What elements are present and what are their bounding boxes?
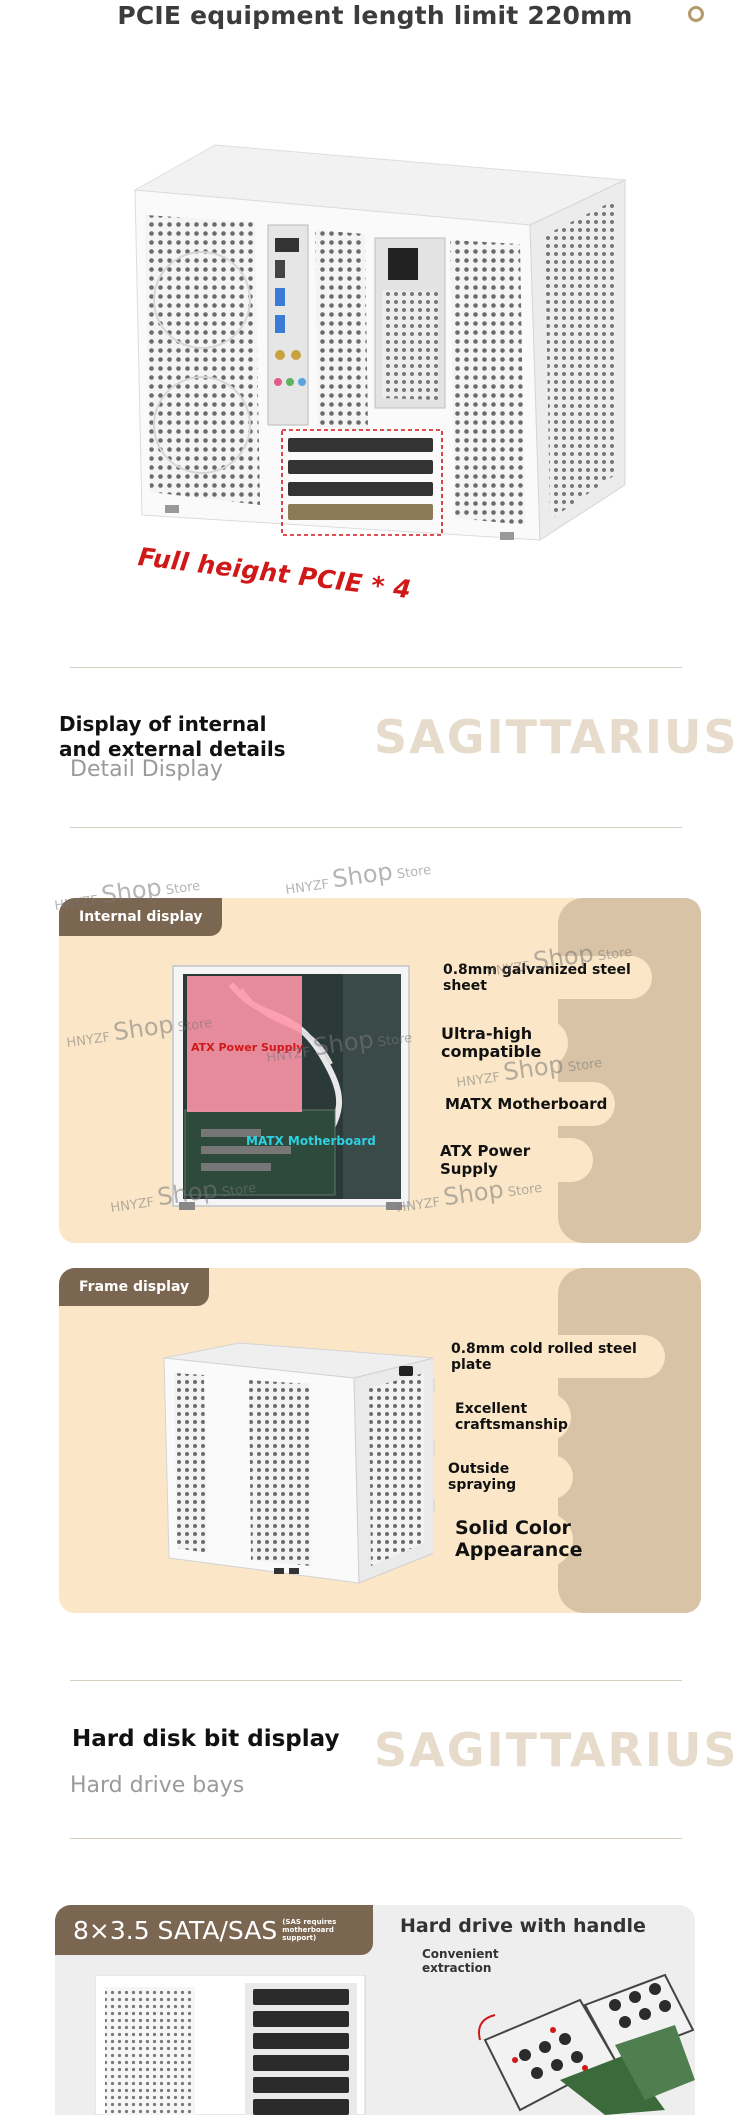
handle-title: Hard drive with handle — [400, 1915, 646, 1937]
handle-subtitle: Convenient extraction — [422, 1947, 499, 1976]
ring-icon — [688, 6, 704, 22]
feature-pill: Solid Color Appearance — [433, 1513, 582, 1567]
atx-overlay-label: ATX Power Supply — [191, 1041, 304, 1054]
divider — [70, 1680, 682, 1681]
drive-bay-photo — [95, 1975, 366, 2115]
capacity-label: 8×3.5 SATA/SAS — [73, 1915, 278, 1945]
section-title-line1: Display of internal — [59, 712, 267, 736]
feature-pill: Ultra-high compatible — [433, 1019, 568, 1067]
divider — [70, 827, 682, 828]
feature-pill: 0.8mm galvanized steel sheet — [433, 956, 652, 999]
internal-display-panel: Internal display ATX Power Supply MATX M… — [59, 898, 701, 1243]
hard-drive-photo — [478, 1973, 695, 2115]
section-title: Display of internal and external details — [59, 712, 286, 762]
feature-pill: MATX Motherboard — [433, 1082, 615, 1126]
case-rear-photo — [133, 144, 627, 541]
capacity-note: (SAS requires motherboard support) — [282, 1917, 337, 1943]
watermark: HNYZF Shop Store — [284, 857, 433, 899]
section-subtitle: Detail Display — [70, 757, 223, 782]
panel-side-band — [558, 898, 701, 1243]
divider — [70, 667, 682, 668]
frame-display-tag: Frame display — [59, 1268, 210, 1306]
internal-display-tag: Internal display — [59, 898, 223, 936]
section-brand: SAGITTARIUS — [374, 710, 739, 764]
feature-pill: ATX Power Supply — [433, 1138, 593, 1182]
section-brand: SAGITTARIUS — [374, 1723, 739, 1777]
frame-display-panel: Frame display 0.8mm cold rolled steel pl… — [59, 1268, 701, 1613]
page-heading: PCIE equipment length limit 220mm — [117, 1, 633, 30]
matx-overlay-label: MATX Motherboard — [246, 1134, 376, 1148]
section-subtitle: Hard drive bays — [70, 1773, 245, 1798]
divider — [70, 1838, 682, 1839]
capacity-tag: 8×3.5 SATA/SAS (SAS requires motherboard… — [55, 1905, 373, 1955]
feature-pill: Excellent craftsmanship — [433, 1393, 571, 1441]
panel-side-band — [558, 1268, 701, 1613]
feature-pill: 0.8mm cold rolled steel plate — [433, 1335, 665, 1378]
internal-photo — [172, 965, 410, 1210]
frame-photo — [163, 1342, 435, 1584]
section-title: Hard disk bit display — [72, 1726, 340, 1752]
feature-pill: Outside spraying — [433, 1455, 573, 1499]
section-title-line2: and external details — [59, 737, 286, 761]
drive-bay-banner: 8×3.5 SATA/SAS (SAS requires motherboard… — [55, 1905, 695, 2115]
